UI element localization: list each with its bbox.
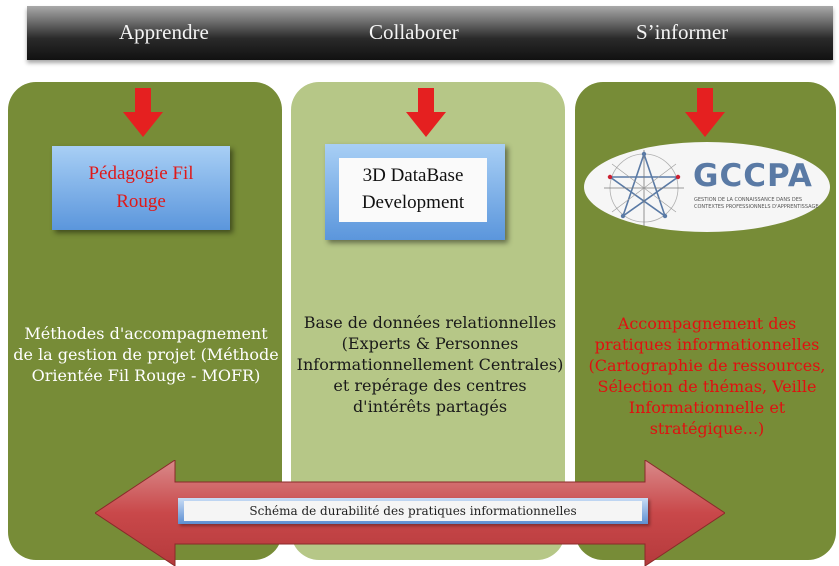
- logo-subtitle: GESTION DE LA CONNAISSANCE DANS DES CONT…: [694, 197, 819, 210]
- header-collaborer: Collaborer: [369, 20, 459, 44]
- description-apprendre: Méthodes d'accompagnement de la gestion …: [13, 324, 279, 385]
- database-label-box: 3D DataBase Development: [339, 158, 487, 222]
- down-arrow-icon: [685, 88, 725, 137]
- pedagogie-label: Pédagogie Fil Rouge: [88, 163, 194, 212]
- banner-label: Schéma de durabilité des pratiques infor…: [184, 501, 642, 521]
- star-network-icon: [604, 150, 684, 226]
- logo-title: GCCPA: [693, 158, 813, 194]
- description-sinformer: Accompagnement des pratiques information…: [588, 314, 826, 438]
- database-box: 3D DataBase Development: [325, 144, 505, 240]
- database-label: 3D DataBase Development: [361, 165, 465, 213]
- down-arrow-icon: [123, 88, 163, 137]
- header-sinformer: S’informer: [636, 20, 729, 44]
- description-collaborer: Base de données relationnelles (Experts …: [296, 313, 564, 416]
- header-bar: Apprendre Collaborer S’informer: [27, 6, 833, 60]
- durability-banner: Schéma de durabilité des pratiques infor…: [178, 498, 648, 524]
- header-apprendre: Apprendre: [119, 20, 209, 44]
- gccpa-logo: GCCPA GESTION DE LA CONNAISSANCE DANS DE…: [584, 142, 830, 232]
- pedagogie-box: Pédagogie Fil Rouge: [52, 146, 230, 230]
- down-arrow-icon: [406, 88, 446, 137]
